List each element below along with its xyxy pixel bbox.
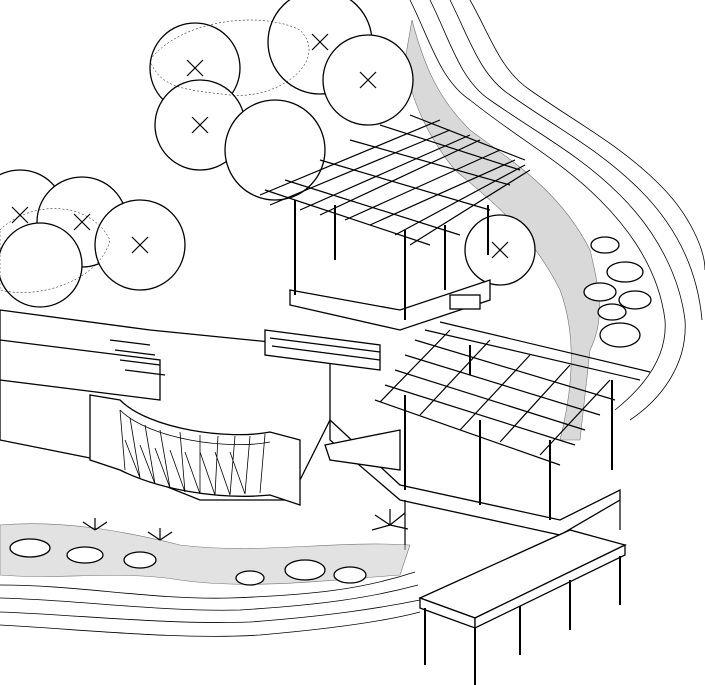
lower-pergola xyxy=(324,321,651,550)
rocks-right xyxy=(583,236,652,348)
curved-seat-wall xyxy=(89,394,301,506)
dock xyxy=(418,529,627,685)
shoreline-contours-bottom xyxy=(0,509,421,637)
trees xyxy=(0,0,536,308)
grill xyxy=(449,294,481,310)
